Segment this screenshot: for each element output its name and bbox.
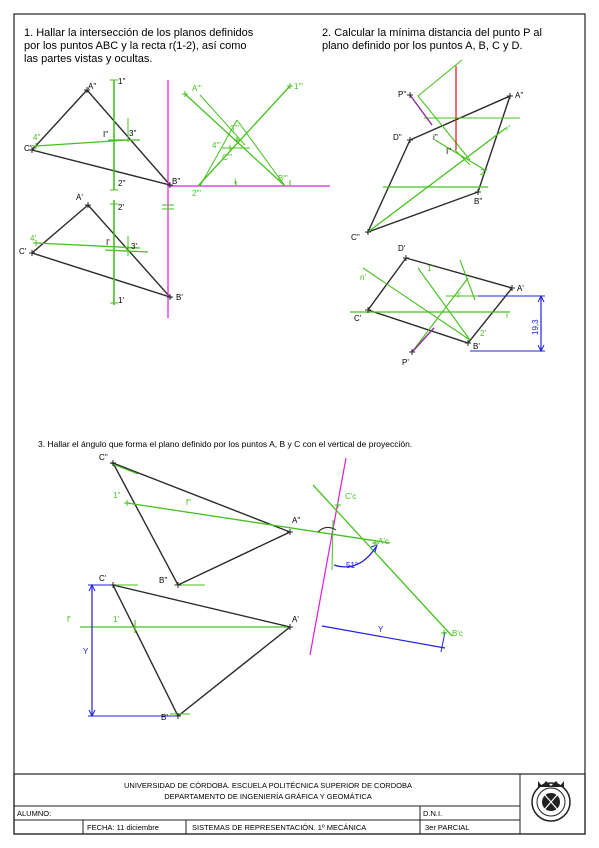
label-A1-p2: A' [517, 284, 524, 293]
third-view-edge-b [197, 85, 291, 187]
label-3-1: 3' [131, 242, 137, 251]
label-B2: B'' [172, 177, 181, 186]
label-1-2: 1'' [118, 77, 126, 86]
label-i2: i'' [433, 133, 438, 142]
label-I-2: I'' [103, 130, 109, 139]
dimension-19-3: 19,3 [531, 319, 540, 335]
label-B1-p2: B' [473, 342, 480, 351]
label-1-1-p3: 1' [113, 615, 119, 624]
field-asignatura: SISTEMAS DE REPRESENTACIÓN. 1º MECÁNICA [192, 823, 366, 832]
plane-edge-view [312, 484, 453, 637]
field-alumno: ALUMNO: [17, 809, 51, 818]
label-r1: r [506, 311, 509, 320]
dimension-Y: Y [83, 647, 89, 656]
triangle3-horizontal-projection [111, 583, 292, 718]
label-Ac: A'c [378, 537, 389, 546]
label-2-1: 2' [118, 203, 124, 212]
label-3-3: 3''' [230, 124, 240, 133]
label-C1-p2: C' [354, 314, 362, 323]
label-4-1: 4' [30, 234, 36, 243]
problem-1-drawing: A'' C'' B'' A' C' B' 1'' 2'' 2' 1' 4'' 3… [19, 77, 330, 318]
label-A2: A'' [88, 82, 97, 91]
university-seal-icon [531, 781, 571, 822]
label-1-1: 1' [118, 296, 124, 305]
label-2-2-p2: 2'' [480, 168, 488, 177]
label-A1-p3: A' [292, 615, 299, 624]
label-r2: r' [506, 124, 511, 133]
intersection-line-horizontal [35, 242, 141, 249]
label-A3: A''' [192, 84, 202, 93]
label-C1: C' [19, 247, 27, 256]
quad-horizontal-projection [366, 257, 514, 344]
label-D1: D' [398, 244, 406, 253]
dimension-Y-aux: Y [378, 625, 384, 634]
problem-2-statement: 2. Calcular la mínima distancia del punt… [322, 27, 542, 52]
quad-vertical-projection [366, 94, 512, 234]
frontal-line-vertical [126, 502, 391, 544]
problem-3-drawing: 51° Y Y C'' 1'' f'' A'' B'' C' f' 1' A' … [67, 453, 463, 722]
problem-1-statement: 1. Hallar la intersección de los planos … [24, 27, 254, 65]
label-I1-p2: I' [457, 291, 461, 300]
label-B3: B''' [278, 174, 288, 183]
intersection-line-vertical [35, 139, 129, 147]
new-folding-line [309, 457, 347, 656]
label-B2-p2: B'' [474, 197, 483, 206]
field-parcial: 3er PARCIAL [425, 823, 469, 832]
label-D2: D'' [393, 133, 402, 142]
title-university: UNIVERSIDAD DE CÓRDOBA. ESCUELA POLITÉCN… [124, 781, 412, 790]
label-2-3: 2''' [192, 189, 202, 198]
problem-2-drawing: 19,3 P'' A'' D'' B'' C'' i'' I'' r' 2'' … [350, 59, 545, 367]
title-department: DEPARTAMENTO DE INGENIERÍA GRÁFICA Y GEO… [164, 792, 372, 801]
label-1-1-p2: 1' [427, 264, 433, 273]
label-2-2: 2'' [118, 179, 126, 188]
label-I: I [234, 177, 236, 186]
label-1-2-p3: 1'' [113, 491, 121, 500]
label-Cc: C'c [345, 492, 356, 501]
label-B1-p3: B' [161, 713, 168, 722]
label-A1: A' [76, 193, 83, 202]
label-Bc: B'c [452, 629, 463, 638]
label-P2: P'' [398, 90, 407, 99]
label-B1: B' [176, 293, 183, 302]
label-I-1: I' [106, 238, 110, 247]
label-A2-p2: A'' [515, 91, 524, 100]
label-C1-p3: C' [99, 574, 107, 583]
angle-51: 51° [346, 561, 358, 570]
label-4-3: 4''' [212, 141, 222, 150]
label-1-3: 1''' [294, 82, 304, 91]
label-A2-p3: A'' [292, 516, 301, 525]
label-n1: n' [360, 273, 366, 282]
sheet-border [13, 13, 586, 835]
triangle-horizontal-projection [30, 204, 173, 299]
title-block: UNIVERSIDAD DE CÓRDOBA. ESCUELA POLITÉCN… [13, 773, 586, 835]
label-C3: C''' [222, 153, 233, 162]
label-f1: f' [67, 615, 71, 624]
label-C2: C'' [24, 144, 33, 153]
triangle3-vertical-projection [111, 461, 292, 586]
field-fecha: FECHA: 11 diciembre [87, 823, 159, 832]
label-C2-p3: C'' [99, 453, 108, 462]
triangle-vertical-projection [30, 88, 173, 187]
field-dni: D.N.I. [423, 809, 442, 818]
label-B2-p3: B'' [159, 576, 168, 585]
label-2-1-p2: 2' [480, 329, 486, 338]
label-f2: f'' [186, 498, 192, 507]
label-3-2: 3'' [129, 129, 137, 138]
label-I2-p2: I'' [446, 147, 452, 156]
label-4-2: 4'' [33, 133, 41, 142]
problem-3-statement: 3. Hallar el ángulo que forma el plano d… [38, 439, 413, 449]
label-P1: P' [402, 358, 409, 367]
label-C2-p2: C'' [351, 233, 360, 242]
